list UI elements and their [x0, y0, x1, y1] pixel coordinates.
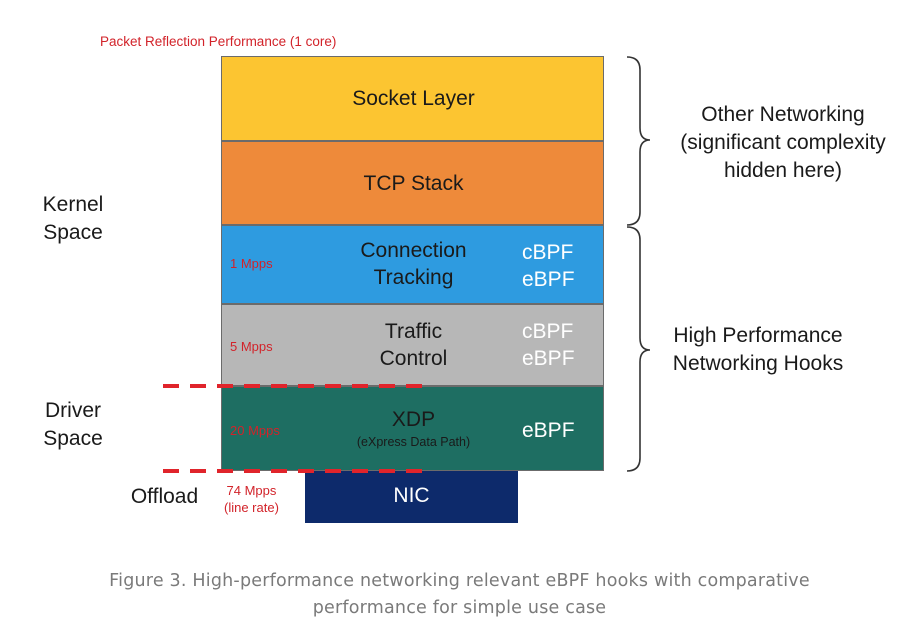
figure-caption-line2: performance for simple use case [312, 598, 607, 618]
xdp-title: XDP [391, 408, 436, 431]
kernel-space-label: Kernel Space [42, 193, 104, 244]
diagram-title: Packet Reflection Performance (1 core) [100, 34, 337, 49]
connection-tracking-title: Connection Tracking [360, 239, 467, 289]
traffic-control-rate: 5 Mpps [230, 339, 273, 354]
xdp-bpf: eBPF [522, 419, 575, 442]
high-performance-label: High Performance Networking Hooks [672, 324, 844, 375]
nic-block: NIC [305, 471, 518, 523]
other-networking-brace [626, 56, 651, 226]
offload-label: Offload [130, 485, 199, 508]
figure-caption-line1: Figure 3. High-performance networking re… [109, 571, 810, 591]
connection-tracking-layer: 1 Mpps Connection Tracking cBPF eBPF [221, 225, 604, 304]
high-performance-brace [626, 226, 651, 472]
nic-title: NIC [393, 484, 430, 507]
connection-tracking-bpf: cBPF eBPF [522, 241, 575, 291]
xdp-rate: 20 Mpps [230, 423, 280, 438]
socket-layer: Socket Layer [221, 56, 604, 141]
xdp-subtitle: (eXpress Data Path) [356, 435, 471, 449]
tcp-stack-layer: TCP Stack [221, 141, 604, 225]
traffic-control-layer: 5 Mpps Traffic Control cBPF eBPF [221, 304, 604, 386]
traffic-control-title: Traffic Control [379, 320, 448, 370]
other-networking-label: Other Networking (significant complexity… [680, 103, 886, 182]
nic-rate: 74 Mpps (line rate) [224, 483, 279, 515]
tcp-stack-title: TCP Stack [363, 172, 464, 195]
socket-layer-title: Socket Layer [352, 87, 475, 110]
connection-tracking-rate: 1 Mpps [230, 256, 273, 271]
driver-space-label: Driver Space [43, 399, 103, 450]
traffic-control-bpf: cBPF eBPF [522, 320, 575, 370]
